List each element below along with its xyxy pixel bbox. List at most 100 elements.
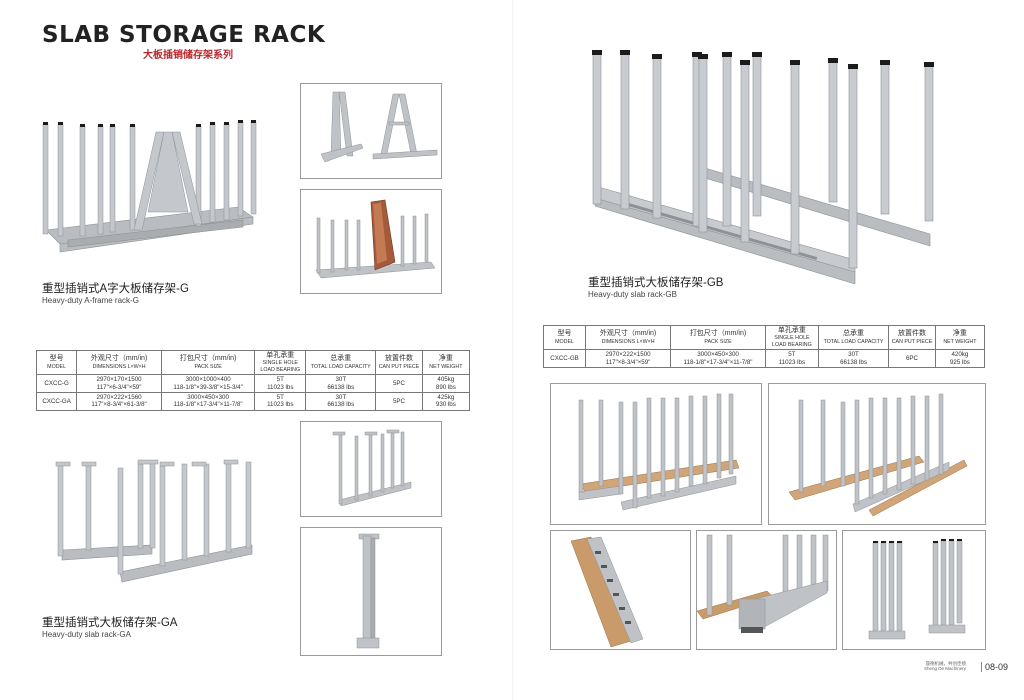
cell-total-lbs: 66138 lbs — [327, 383, 355, 391]
th-en: DIMENSIONS L×W×H — [601, 338, 655, 345]
cell-total-t: 30T — [848, 351, 859, 359]
cell-pack-in: 118-1/8"×17-3/4"×11-7/8" — [683, 358, 753, 366]
th-en: SINGLE HOLE LOAD BEARING — [260, 360, 301, 373]
footer-tagline-en: Sheng De Machinery — [923, 665, 966, 671]
cell-model: CXCC-GA — [35, 391, 78, 411]
th-dimensions: 外观尺寸（mm/in)DIMENSIONS L×W×H — [585, 324, 672, 351]
cell-pieces: 5PC — [375, 374, 423, 393]
cell-model: CXCC-G — [35, 374, 78, 393]
photo-rack-g — [38, 112, 263, 277]
cell-pack-mm: 3000×450×300 — [187, 393, 229, 401]
cell-model: CXCC-GB — [542, 349, 587, 368]
th-en: NET WEIGHT — [429, 363, 463, 370]
th-zh: 型号 — [49, 355, 64, 363]
th-zh: 总承重 — [843, 330, 865, 338]
cell-dim-in: 117"×8-3/4"×59" — [605, 358, 651, 366]
th-en: DIMENSIONS L×W×H — [92, 363, 146, 370]
cell-weight-kg: 425kg — [437, 393, 455, 401]
th-zh: 外观尺寸（mm/in) — [90, 355, 148, 363]
cell-single-t: 5T — [276, 393, 284, 401]
cell-dim-mm: 2970×222×1500 — [605, 351, 651, 359]
th-en: MODEL — [47, 363, 67, 370]
th-zh: 总承重 — [330, 355, 352, 363]
photo-gb-slot-detail — [550, 530, 691, 650]
cell-total-t: 30T — [335, 393, 347, 401]
photo-rack-ga — [42, 450, 282, 590]
photo-ga-post-detail — [300, 527, 442, 656]
photo-ga-side — [300, 421, 442, 517]
cell-dim-mm: 2970×170×1500 — [96, 376, 142, 384]
page-title: SLAB STORAGE RACK — [42, 22, 326, 48]
page-subtitle: 大板插销储存架系列 — [143, 50, 233, 61]
caption-gb-zh: 重型插销式大板储存架-GB — [588, 277, 724, 289]
th-en: MODEL — [555, 338, 574, 345]
cell-total-t: 30T — [335, 376, 347, 384]
th-zh: 单孔承重 — [266, 352, 295, 359]
caption-g-en: Heavy-duty A-frame rack-G — [42, 296, 139, 305]
th-zh: 打包尺寸（mm/in) — [179, 355, 237, 363]
th-dimensions: 外观尺寸（mm/in)DIMENSIONS L×W×H — [76, 349, 162, 376]
page-number: 08-09 — [980, 662, 1008, 672]
th-en: PACK SIZE — [704, 338, 732, 345]
photo-a-frame-ends — [300, 83, 442, 179]
cell-dim-in: 117"×8-3/4"×61-3/8" — [91, 401, 147, 409]
photo-rack-gb — [585, 46, 945, 286]
th-zh: 放置件数 — [385, 355, 413, 363]
cell-weight-lbs: 925 lbs — [949, 358, 970, 366]
cell-weight-kg: 405kg — [437, 376, 455, 384]
cell-single-t: 5T — [276, 376, 284, 384]
cell-pack-in: 118-1/8"×39-3/8"×15-3/4" — [173, 383, 243, 391]
cell-pack-mm: 3000×450×300 — [697, 351, 739, 359]
caption-ga-en: Heavy-duty slab rack-GA — [42, 630, 131, 639]
spread-divider — [512, 0, 513, 700]
th-zh: 型号 — [557, 330, 572, 338]
th-en: NET WEIGHT — [943, 338, 977, 345]
cell-total-lbs: 66138 lbs — [840, 358, 867, 366]
th-zh: 净重 — [438, 355, 453, 363]
photo-gb-with-wood-2 — [768, 383, 986, 525]
caption-ga-zh: 重型插销式大板储存架-GA — [42, 617, 178, 629]
cell-single-lbs: 11023 lbs — [267, 401, 294, 409]
cell-weight-lbs: 890 lbs — [435, 383, 456, 391]
th-zh: 单孔承重 — [777, 327, 806, 334]
th-pack-size: 打包尺寸（mm/in)PACK SIZE — [670, 324, 766, 351]
cell-single-lbs: 11023 lbs — [267, 383, 294, 391]
photo-gb-with-wood-1 — [550, 383, 762, 525]
th-en: TOTAL LOAD CAPACITY — [823, 338, 884, 345]
cell-weight-kg: 420kg — [951, 351, 969, 359]
cell-single-t: 5T — [788, 351, 796, 359]
footer-tagline: 晟德机械，共创佳绩 Sheng De Machinery — [923, 661, 966, 672]
th-zh: 净重 — [952, 330, 967, 338]
th-en: CAN PUT PIECE — [378, 363, 420, 370]
th-zh: 外观尺寸（mm/in) — [599, 330, 657, 338]
photo-gb-end-detail — [696, 530, 837, 650]
th-zh: 放置件数 — [898, 330, 926, 338]
cell-dim-in: 117"×6-3/4"×59" — [96, 383, 142, 391]
th-pack-size: 打包尺寸（mm/in)PACK SIZE — [160, 349, 256, 376]
photo-rack-with-slab — [300, 189, 442, 294]
cell-pieces: 6PC — [888, 349, 936, 368]
